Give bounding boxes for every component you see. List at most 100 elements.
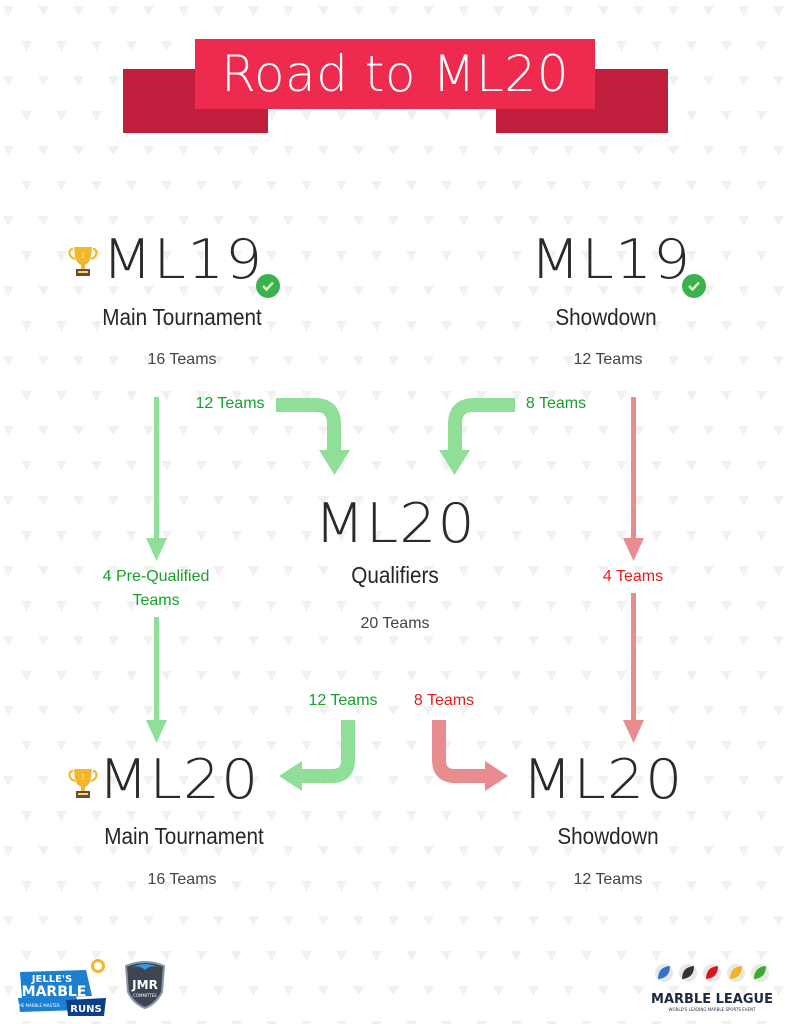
background-triangle	[248, 566, 259, 576]
background-triangle	[196, 601, 207, 611]
logo-text: JMR	[131, 978, 158, 992]
background-triangle	[248, 496, 259, 506]
background-triangle	[703, 986, 714, 996]
background-triangle	[336, 811, 347, 821]
background-triangle	[651, 41, 662, 51]
background-triangle	[458, 216, 469, 226]
background-triangle	[161, 951, 172, 961]
background-triangle	[703, 846, 714, 856]
background-triangle	[616, 951, 627, 961]
background-triangle	[546, 1021, 557, 1024]
background-triangle	[21, 1021, 32, 1024]
background-triangle	[3, 356, 14, 366]
background-triangle	[231, 741, 242, 751]
background-triangle	[91, 601, 102, 611]
background-triangle	[581, 181, 592, 191]
node-title: ML20	[314, 492, 476, 555]
background-triangle	[756, 251, 767, 261]
background-triangle	[283, 6, 294, 16]
background-triangle	[546, 951, 557, 961]
background-triangle	[773, 636, 784, 646]
background-triangle	[318, 636, 329, 646]
background-triangle	[371, 321, 382, 331]
node-team-count: 16 Teams	[147, 871, 217, 888]
background-triangle	[91, 181, 102, 191]
arrow-main-to-main	[146, 397, 167, 743]
background-triangle	[528, 986, 539, 996]
background-triangle	[668, 496, 679, 506]
background-triangle	[773, 776, 784, 786]
background-triangle	[266, 461, 277, 471]
background-triangle	[423, 286, 434, 296]
flow-label-qualifiers-to-main: 12 Teams	[308, 692, 378, 709]
background-triangle	[563, 356, 574, 366]
node-title: ML20	[522, 748, 684, 811]
background-triangle	[686, 111, 697, 121]
background-triangle	[143, 776, 154, 786]
trophy-icon: 1	[66, 244, 100, 278]
background-triangle	[476, 531, 487, 541]
background-triangle	[126, 881, 137, 891]
background-triangle	[668, 216, 679, 226]
background-triangle	[301, 741, 312, 751]
background-triangle	[546, 741, 557, 751]
background-triangle	[703, 496, 714, 506]
background-triangle	[511, 601, 522, 611]
background-triangle	[738, 426, 749, 436]
background-triangle	[231, 181, 242, 191]
background-triangle	[511, 251, 522, 261]
background-triangle	[73, 6, 84, 16]
background-triangle	[668, 566, 679, 576]
background-triangle	[668, 636, 679, 646]
background-triangle	[721, 391, 732, 401]
background-triangle	[423, 916, 434, 926]
background-triangle	[108, 146, 119, 156]
background-triangle	[248, 216, 259, 226]
node-team-count: 12 Teams	[573, 871, 643, 888]
background-triangle	[248, 776, 259, 786]
background-triangle	[546, 811, 557, 821]
background-triangle	[91, 811, 102, 821]
background-triangle	[178, 6, 189, 16]
background-triangle	[651, 1021, 662, 1024]
background-triangle	[441, 811, 452, 821]
background-triangle	[231, 811, 242, 821]
flow-label-showdown-to-qualifiers: 8 Teams	[525, 395, 587, 412]
background-triangle	[266, 811, 277, 821]
background-triangle	[406, 951, 417, 961]
background-triangle	[161, 741, 172, 751]
background-triangle	[756, 531, 767, 541]
background-triangle	[248, 636, 259, 646]
trophy-icon: 1	[66, 766, 100, 800]
background-triangle	[371, 111, 382, 121]
background-triangle	[756, 321, 767, 331]
background-triangle	[686, 41, 697, 51]
background-triangle	[423, 846, 434, 856]
background-triangle	[686, 881, 697, 891]
logo-text: MARBLE LEAGUE	[651, 992, 773, 1007]
background-triangle	[3, 636, 14, 646]
background-triangle	[633, 216, 644, 226]
background-triangle	[616, 531, 627, 541]
background-triangle	[318, 356, 329, 366]
background-triangle	[143, 636, 154, 646]
background-triangle	[371, 531, 382, 541]
background-triangle	[336, 951, 347, 961]
background-triangle	[598, 566, 609, 576]
background-triangle	[73, 286, 84, 296]
background-triangle	[458, 706, 469, 716]
background-triangle	[581, 321, 592, 331]
background-triangle	[476, 111, 487, 121]
node-title: ML20	[98, 748, 260, 811]
background-triangle	[213, 846, 224, 856]
background-triangle	[546, 321, 557, 331]
background-triangle	[388, 916, 399, 926]
marble-icons	[655, 964, 769, 982]
background-triangle	[598, 6, 609, 16]
background-triangle	[528, 916, 539, 926]
background-triangle	[528, 776, 539, 786]
background-triangle	[108, 496, 119, 506]
background-triangle	[371, 741, 382, 751]
background-triangle	[493, 356, 504, 366]
background-triangle	[38, 636, 49, 646]
